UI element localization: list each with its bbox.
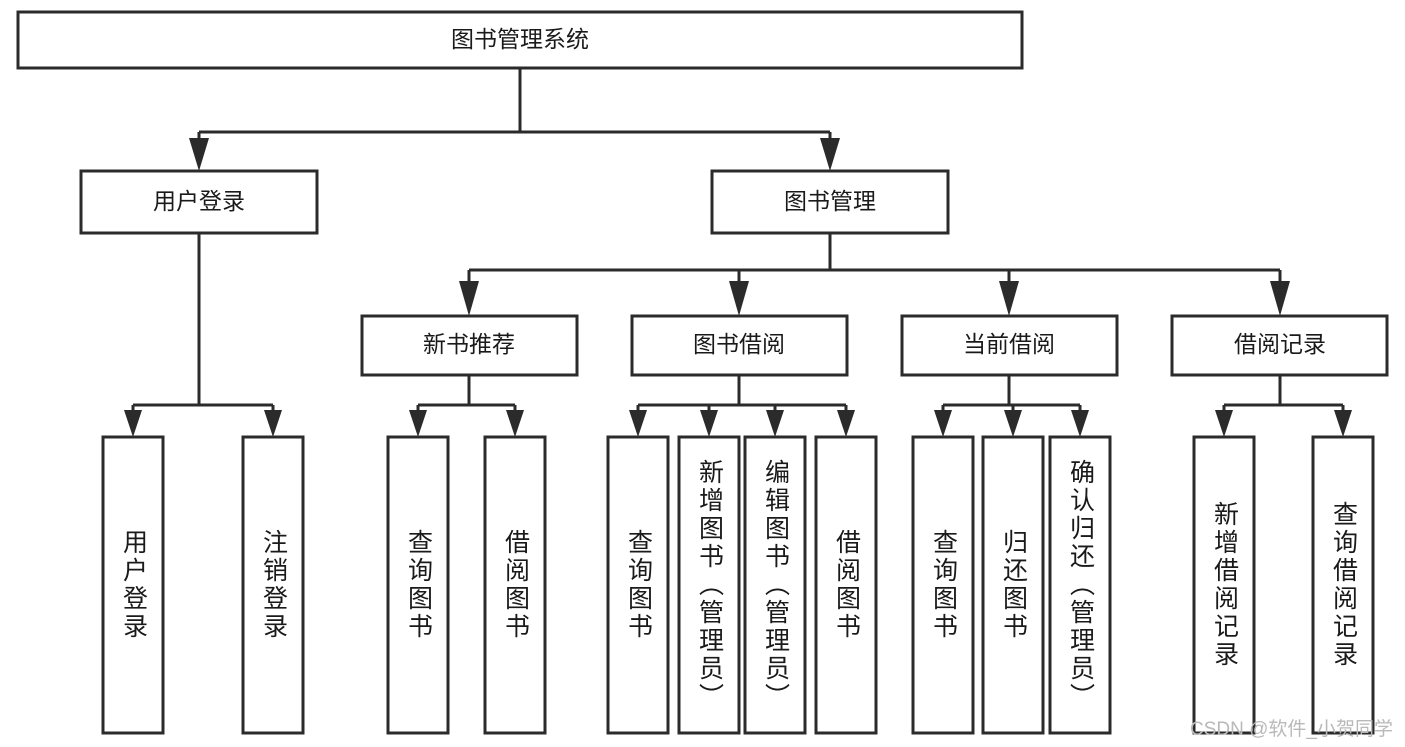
node-leaf-query-book-2-label: 查询图书 <box>624 529 653 641</box>
arrow-head-current-borrow <box>999 281 1019 316</box>
node-leaf-user-login-label: 用户登录 <box>119 529 148 641</box>
node-user-login[interactable]: 用户登录 <box>79 169 319 235</box>
node-leaf-query-book-3-label: 查询图书 <box>929 529 958 641</box>
node-book-management[interactable]: 图书管理 <box>710 169 950 235</box>
node-borrow-record-box[interactable] <box>1170 314 1389 377</box>
node-borrow-record[interactable]: 借阅记录 <box>1170 314 1389 377</box>
arrow-head-leaf-logout <box>264 410 282 437</box>
arrow-head-book-borrow <box>729 281 749 316</box>
node-leaf-add-book-box[interactable] <box>677 435 741 735</box>
arrow-head-user-login <box>189 138 209 171</box>
connector-group-new-book-recommend <box>409 375 524 437</box>
node-leaf-borrow-book-2-box[interactable] <box>814 435 878 735</box>
node-user-login-label: 用户登录 <box>153 188 245 214</box>
arrow-head-leaf-query-book-2 <box>629 410 647 437</box>
node-current-borrow-label: 当前借阅 <box>963 331 1055 357</box>
node-leaf-logout-box[interactable] <box>241 435 305 735</box>
node-new-book-recommend[interactable]: 新书推荐 <box>360 314 579 377</box>
node-leaf-return-book-label: 归还图书 <box>999 529 1028 641</box>
connector-group-current-borrow <box>934 375 1089 437</box>
node-current-borrow-box[interactable] <box>900 314 1119 377</box>
node-current-borrow[interactable]: 当前借阅 <box>900 314 1119 377</box>
node-root[interactable]: 图书管理系统 <box>16 10 1024 70</box>
node-leaf-add-book-label: 新增图书（管理员） <box>695 459 724 711</box>
node-leaf-query-book-2-box[interactable] <box>606 435 670 735</box>
node-borrow-record-label: 借阅记录 <box>1234 331 1326 357</box>
node-root-box[interactable] <box>16 10 1024 70</box>
node-leaf-add-record-label: 新增借阅记录 <box>1210 501 1239 669</box>
node-book-management-box[interactable] <box>710 169 950 235</box>
node-book-management-label: 图书管理 <box>784 188 876 214</box>
node-book-borrow-label: 图书借阅 <box>693 331 785 357</box>
node-book-borrow-box[interactable] <box>630 314 849 377</box>
arrow-head-new-book-recommend <box>459 281 479 316</box>
connector-group-borrow-record <box>1215 375 1352 437</box>
node-leaf-query-record-box[interactable] <box>1311 435 1375 735</box>
connector-group-root <box>189 68 840 171</box>
node-leaf-logout-label: 注销登录 <box>259 529 288 641</box>
node-leaf-query-book-1-label: 查询图书 <box>404 529 433 641</box>
arrow-head-leaf-return-book <box>1004 410 1022 437</box>
node-leaf-borrow-book-1-box[interactable] <box>483 435 547 735</box>
node-book-borrow[interactable]: 图书借阅 <box>630 314 849 377</box>
node-leaf-query-record-label: 查询借阅记录 <box>1329 501 1358 669</box>
arrow-head-leaf-confirm-return <box>1071 410 1089 437</box>
node-user-login-box[interactable] <box>79 169 319 235</box>
arrow-head-leaf-query-record <box>1334 410 1352 437</box>
node-leaf-query-book-3-box[interactable] <box>911 435 975 735</box>
connector-group-book-management <box>459 233 1290 316</box>
node-new-book-recommend-label: 新书推荐 <box>423 331 515 357</box>
arrow-head-leaf-query-book-3 <box>934 410 952 437</box>
arrow-head-leaf-add-book <box>700 410 718 437</box>
arrow-head-leaf-query-book-1 <box>409 410 427 437</box>
arrow-head-leaf-add-record <box>1215 410 1233 437</box>
watermark-text: CSDN @软件_小贺同学 <box>1190 719 1393 740</box>
arrow-head-leaf-borrow-book-2 <box>837 410 855 437</box>
node-leaf-user-login-box[interactable] <box>101 435 165 735</box>
arrow-head-book-management <box>820 138 840 171</box>
node-leaf-edit-book-label: 编辑图书（管理员） <box>761 459 790 711</box>
node-root-label: 图书管理系统 <box>451 26 589 52</box>
node-leaf-return-book-box[interactable] <box>981 435 1045 735</box>
node-leaf-confirm-return-label: 确认归还（管理员） <box>1066 459 1095 711</box>
leaf-box-group <box>101 435 1375 735</box>
node-leaf-edit-book-box[interactable] <box>743 435 807 735</box>
node-leaf-borrow-book-2-label: 借阅图书 <box>832 529 861 641</box>
arrow-head-leaf-user-login <box>124 410 142 437</box>
node-leaf-add-record-box[interactable] <box>1192 435 1256 735</box>
arrow-head-leaf-borrow-book-1 <box>506 410 524 437</box>
connector-group-user-login <box>124 233 282 437</box>
node-leaf-borrow-book-1-label: 借阅图书 <box>501 529 530 641</box>
node-leaf-confirm-return-box[interactable] <box>1048 435 1112 735</box>
arrow-head-borrow-record <box>1270 281 1290 316</box>
connector-group-book-borrow <box>629 375 855 437</box>
node-leaf-query-book-1-box[interactable] <box>386 435 450 735</box>
node-new-book-recommend-box[interactable] <box>360 314 579 377</box>
arrow-head-leaf-edit-book <box>766 410 784 437</box>
